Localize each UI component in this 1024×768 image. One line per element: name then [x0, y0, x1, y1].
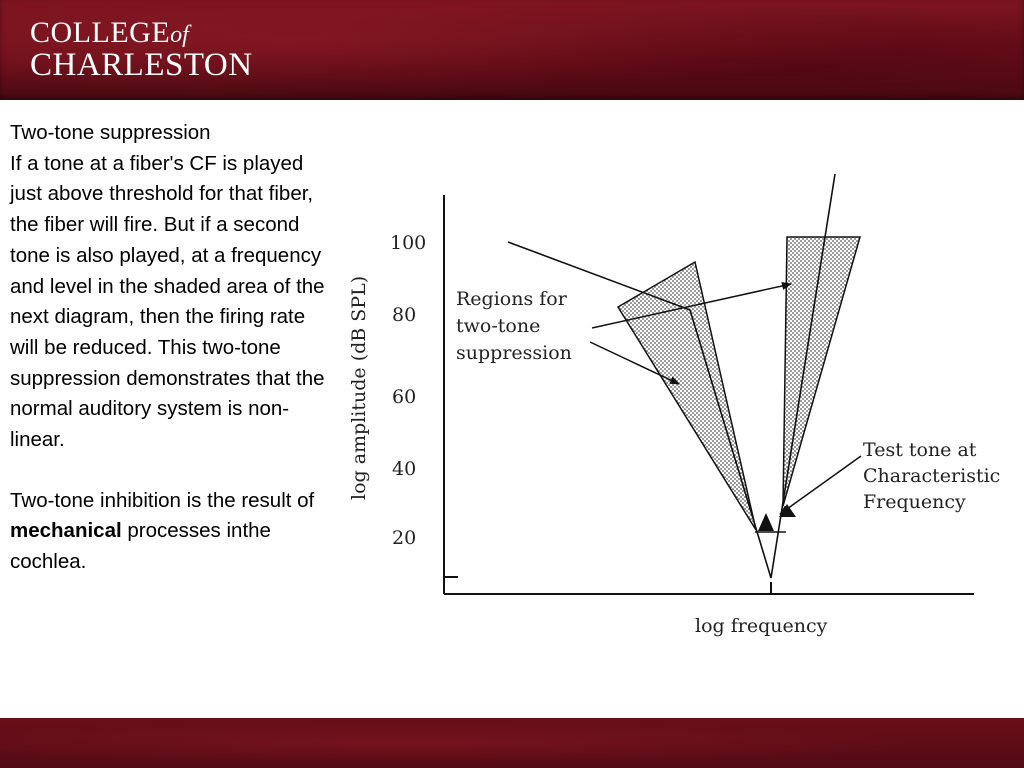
y-tick-label: 60: [392, 386, 416, 408]
slide-paragraph-2: Two-tone inhibition is the result of mec…: [10, 488, 315, 574]
slide-title: Two-tone suppression: [10, 121, 211, 144]
test-tone-marker: [758, 513, 774, 531]
y-axis-label: log amplitude (dB SPL): [348, 276, 370, 500]
y-tick-label: 100: [390, 232, 426, 254]
two-tone-suppression-diagram: 100 80 60 40 20 log amplitude (dB SPL) l…: [340, 160, 1024, 650]
left-suppression-region: [616, 260, 757, 531]
regions-label-line1: Regions for: [456, 288, 568, 310]
arrow-to-right-region: [591, 282, 792, 329]
logo-college-text: COLLEGE: [30, 16, 171, 49]
arrow-to-test-tone: [779, 455, 862, 515]
y-tick-label: 20: [392, 527, 416, 549]
y-tick-label: 80: [392, 304, 416, 326]
footer-banner: [0, 718, 1024, 768]
diagram-svg: 100 80 60 40 20 log amplitude (dB SPL) l…: [348, 173, 1000, 637]
logo-charleston-text: CHARLESTON: [30, 47, 253, 83]
right-suppression-region: [782, 236, 861, 507]
test-tone-label-line1: Test tone at: [863, 439, 977, 461]
slide-text: Two-tone suppression If a tone at a fibe…: [10, 118, 330, 578]
y-tick-label: 40: [392, 458, 416, 480]
slide-paragraph-1: If a tone at a fiber's CF is played just…: [10, 151, 325, 452]
test-tone-label-line3: Frequency: [863, 491, 966, 513]
arrow-to-left-region: [589, 341, 680, 385]
x-axis-label: log frequency: [695, 615, 828, 637]
regions-label-line2: two-tone: [456, 315, 540, 337]
tuning-curve: [507, 173, 836, 579]
test-tone-label-line2: Characteristic: [863, 465, 1000, 487]
regions-label-line3: suppression: [456, 342, 572, 364]
emphasis-mechanical: mechanical: [10, 519, 122, 543]
logo-of-text: of: [170, 22, 189, 48]
header-banner: COLLEGEof CHARLESTON: [0, 0, 1024, 100]
college-logo: COLLEGEof CHARLESTON: [30, 18, 253, 82]
